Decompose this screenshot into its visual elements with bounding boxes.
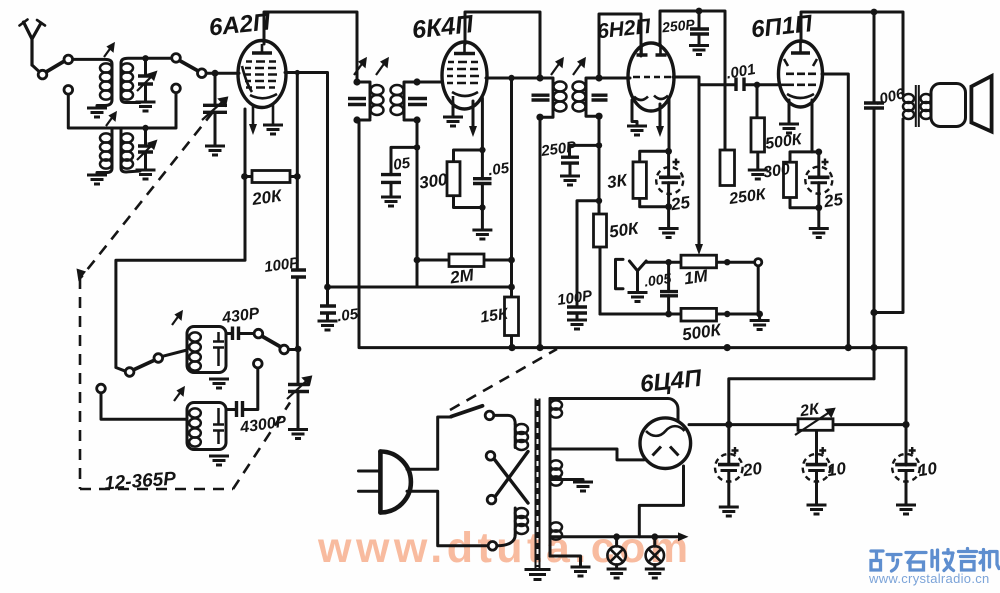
svg-text:www.crystalradio.cn: www.crystalradio.cn: [868, 571, 990, 586]
svg-text:1М: 1М: [683, 266, 710, 288]
svg-text:.05: .05: [487, 159, 511, 179]
svg-text:500К: 500К: [681, 320, 724, 344]
svg-text:6Н2П: 6Н2П: [596, 15, 653, 44]
svg-text:25: 25: [669, 193, 692, 215]
svg-text:2К: 2К: [798, 401, 821, 421]
svg-text:300: 300: [418, 170, 449, 193]
svg-text:6П1П: 6П1П: [750, 10, 814, 43]
svg-text:100Р: 100Р: [263, 254, 301, 276]
svg-text:3К: 3К: [606, 170, 630, 192]
svg-text:4300Р: 4300Р: [238, 413, 287, 436]
svg-text:250К: 250К: [727, 186, 768, 208]
svg-text:20К: 20К: [250, 186, 284, 209]
svg-text:12-365Р: 12-365Р: [103, 468, 176, 494]
svg-text:250Р: 250Р: [660, 16, 696, 36]
svg-text:100Р: 100Р: [556, 287, 594, 309]
svg-text:20: 20: [741, 459, 764, 481]
svg-text:.006: .006: [874, 85, 907, 109]
svg-text:250Р: 250Р: [539, 138, 578, 160]
svg-text:6Ц4П: 6Ц4П: [639, 365, 704, 398]
svg-text:50К: 50К: [608, 218, 641, 241]
svg-text:500К: 500К: [764, 131, 804, 153]
svg-text:.001: .001: [725, 61, 757, 83]
svg-text:10: 10: [917, 459, 939, 481]
svg-text:300: 300: [762, 161, 791, 182]
svg-text:.05: .05: [388, 154, 412, 174]
svg-text:10: 10: [826, 459, 848, 481]
svg-text:25: 25: [822, 190, 845, 212]
svg-text:2М: 2М: [448, 265, 476, 287]
svg-text:430Р: 430Р: [220, 305, 261, 327]
svg-text:15К: 15К: [479, 306, 510, 327]
svg-text:6К4П: 6К4П: [411, 10, 476, 44]
svg-text:.05: .05: [336, 305, 360, 325]
svg-text:.005: .005: [643, 270, 672, 290]
svg-text:6А2П: 6А2П: [208, 8, 273, 41]
